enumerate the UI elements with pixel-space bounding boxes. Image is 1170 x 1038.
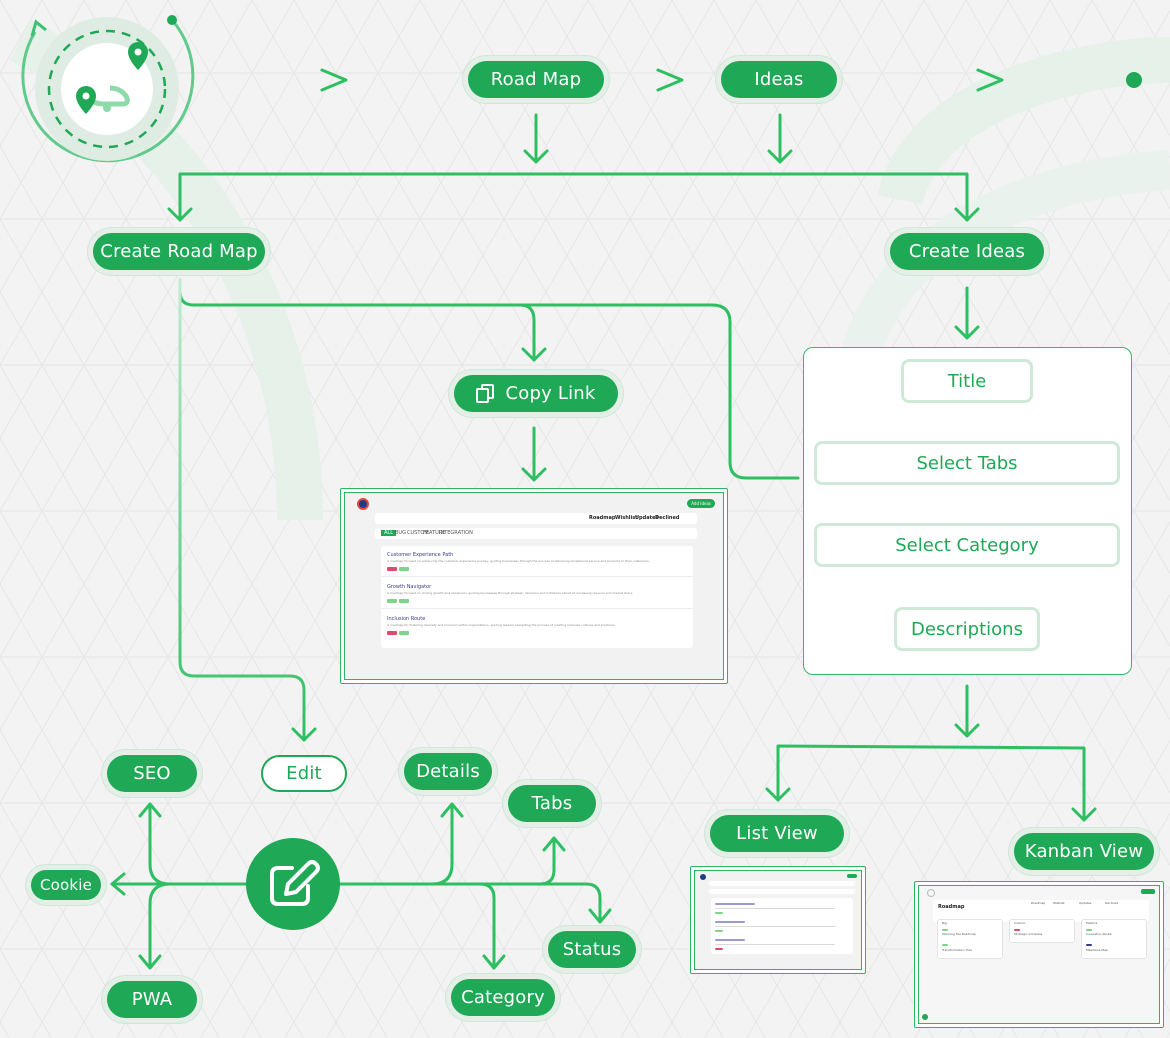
preview-logo [927,889,935,897]
edit-node[interactable]: Edit [261,755,347,792]
kanban-header: Roadmap Roadmap Wishlist Updates Decline… [933,900,1149,922]
select-category-field[interactable]: Select Category [814,523,1120,567]
kanban-view-node[interactable]: Kanban View [1014,833,1154,870]
tag [399,631,409,635]
kanban-card[interactable]: Strategic Compass [1014,932,1043,936]
roadmap-route-icon [21,15,195,163]
public-roadmap-preview: Add Ideas Roadmap Wishlist Updates Decli… [340,488,728,684]
kanban-column[interactable]: Wishlist [1053,901,1065,905]
list-view-preview [690,866,866,974]
edit-square-icon[interactable] [246,838,340,930]
select-tabs-field[interactable]: Select Tabs [814,441,1120,485]
kanban-column[interactable]: Updates [1079,901,1092,905]
copy-link-label: Copy Link [505,383,596,404]
preview-logo [700,874,706,880]
lane-name: Big [942,921,947,925]
tag [715,948,723,950]
roadmap-item-title[interactable]: Inclusion Route [387,616,426,622]
tag [387,599,397,603]
copy-icon [476,384,495,403]
kanban-lane: Feature Innovation Route Milestone Map [1081,919,1147,959]
kanban-card[interactable]: Transformation Trail [942,948,972,952]
item-title [715,903,755,905]
filter-bar [709,889,855,894]
tag [715,912,723,914]
preview-nav-item[interactable]: Roadmap [589,515,616,521]
kanban-lane: Big Planning the Roadmap Transformation … [937,919,1003,959]
seo-option[interactable]: SEO [107,755,197,792]
tag [387,631,397,635]
create-roadmap-node[interactable]: Create Road Map [93,233,265,270]
preview-filter[interactable]: CUSTOM [407,530,429,536]
tag [399,567,409,571]
preview-filter-bar: ALL BUG CUSTOM FEATURE INTEGRATION [375,528,697,539]
preview-nav-item[interactable]: Declined [655,515,680,521]
add-button[interactable] [847,874,857,878]
category-option[interactable]: Category [451,979,555,1016]
lane-name: Feature [1086,921,1098,925]
roadmap-node[interactable]: Road Map [468,61,604,98]
tag [399,599,409,603]
kanban-lane: Custom Strategic Compass [1009,919,1075,943]
tabs-option[interactable]: Tabs [508,785,596,822]
item-desc [715,926,835,927]
add-button[interactable] [1141,889,1155,894]
preview-roadmap-list: Customer Experience Path A roadmap focus… [381,546,693,648]
preview-logo [357,498,369,510]
preview-nav-bar: Roadmap Wishlist Updates Declined [375,513,697,524]
roadmap-item-title[interactable]: Growth Navigator [387,584,432,590]
add-ideas-button[interactable]: Add Ideas [687,499,715,508]
tag [942,929,948,931]
details-option[interactable]: Details [404,753,492,790]
roadmap-item-description: A roadmap for fostering diversity and in… [387,623,616,627]
divider [381,576,693,577]
tag [387,567,397,571]
kanban-card[interactable]: Planning the Roadmap [942,932,976,936]
nav-bar [709,881,855,886]
pwa-option[interactable]: PWA [107,981,197,1018]
kanban-view-preview: Roadmap Roadmap Wishlist Updates Decline… [914,881,1164,1028]
status-option[interactable]: Status [548,931,636,968]
tag [1014,929,1020,931]
kanban-card[interactable]: Milestone Map [1086,948,1108,952]
preview-filter[interactable]: INTEGRATION [439,530,473,536]
preview-nav-item[interactable]: Updates [635,515,659,521]
ideas-node[interactable]: Ideas [721,61,837,98]
cookie-option[interactable]: Cookie [31,870,101,900]
create-ideas-node[interactable]: Create Ideas [890,233,1044,270]
preview-filter[interactable]: FEATURE [423,530,446,536]
copy-link-button[interactable]: Copy Link [454,375,618,412]
divider [381,608,693,609]
tag [1086,944,1092,946]
roadmap-item-description: A roadmap focused on driving growth and … [387,591,634,595]
tag [715,930,723,932]
list-content [711,898,853,954]
item-desc [715,908,835,909]
item-title [715,921,745,923]
roadmap-item-description: A roadmap focused on enhancing the custo… [387,559,650,563]
tag [942,944,948,946]
list-view-node[interactable]: List View [710,815,844,852]
roadmap-item-title[interactable]: Customer Experience Path [387,552,454,558]
lane-name: Custom [1014,921,1026,925]
preview-filter-all[interactable]: ALL [381,530,396,536]
kanban-card[interactable]: Innovation Route [1086,932,1112,936]
preview-filter[interactable]: BUG [395,530,406,536]
item-desc [715,944,835,945]
descriptions-field[interactable]: Descriptions [894,607,1040,651]
title-field[interactable]: Title [901,359,1033,403]
kanban-column[interactable]: Declined [1105,901,1119,905]
tag [1086,929,1092,931]
preview-nav-item[interactable]: Wishlist [615,515,638,521]
help-icon[interactable] [922,1014,928,1020]
item-title [715,939,745,941]
kanban-title: Roadmap [938,904,965,910]
kanban-column[interactable]: Roadmap [1031,901,1046,905]
